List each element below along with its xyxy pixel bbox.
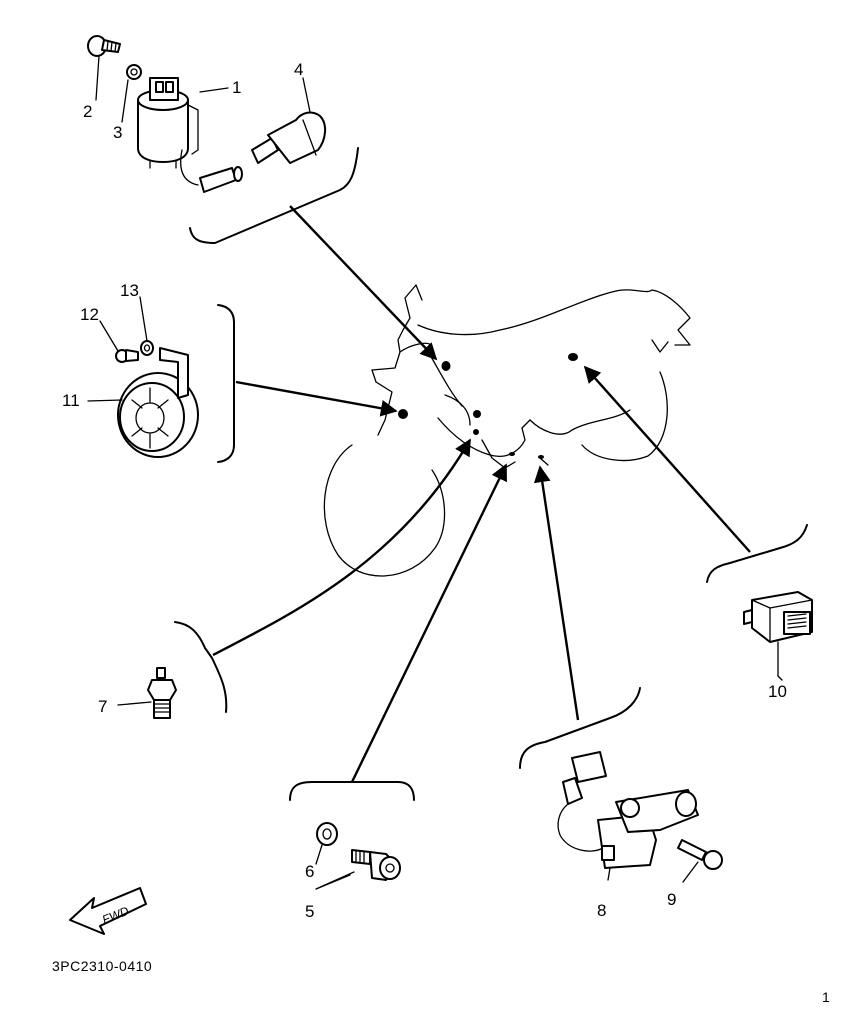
bolt-part <box>87 35 121 57</box>
callout-7: 7 <box>98 697 107 716</box>
horn-bolt-part <box>115 349 139 363</box>
motorcycle-outline <box>323 284 691 577</box>
page-mark: 1 <box>822 989 830 1005</box>
callout-leader-lines <box>87 55 783 890</box>
callout-labels: 1 2 3 4 13 12 11 7 6 5 8 9 10 <box>62 60 787 921</box>
callout-11: 11 <box>62 391 80 410</box>
screw-part <box>677 839 723 870</box>
relay-part <box>743 591 813 677</box>
diagram-reference-code: 3PC2310-0410 <box>52 958 152 974</box>
bracket-ignition-coil <box>189 147 359 244</box>
callout-1: 1 <box>232 78 241 97</box>
callout-10: 10 <box>768 682 787 701</box>
callout-5: 5 <box>305 902 314 921</box>
callout-12: 12 <box>80 305 99 324</box>
mounting-points <box>398 353 578 459</box>
bracket-pickup-coil <box>519 687 641 769</box>
bracket-horn <box>217 304 235 463</box>
callout-6: 6 <box>305 862 314 881</box>
pickup-coil-part <box>557 751 699 869</box>
horn-washer-part <box>140 340 154 356</box>
washer-part <box>126 64 142 80</box>
bracket-neutral-switch <box>289 781 415 801</box>
bracket-oil-switch <box>174 621 228 713</box>
callout-3: 3 <box>113 123 122 142</box>
callout-13: 13 <box>120 281 139 300</box>
horn-part <box>117 347 199 458</box>
callout-9: 9 <box>667 890 676 909</box>
callout-2: 2 <box>83 102 92 121</box>
callout-8: 8 <box>597 901 606 920</box>
bracket-relay <box>706 524 808 583</box>
leader-arrows <box>212 205 751 783</box>
neutral-switch-part <box>351 849 401 881</box>
oil-level-switch-part <box>147 667 177 719</box>
ignition-coil-part <box>137 77 243 193</box>
forward-direction-arrow: FWD <box>69 887 147 935</box>
gasket-part <box>316 822 338 846</box>
spark-plug-cap-part <box>251 111 326 164</box>
callout-4: 4 <box>294 60 303 79</box>
